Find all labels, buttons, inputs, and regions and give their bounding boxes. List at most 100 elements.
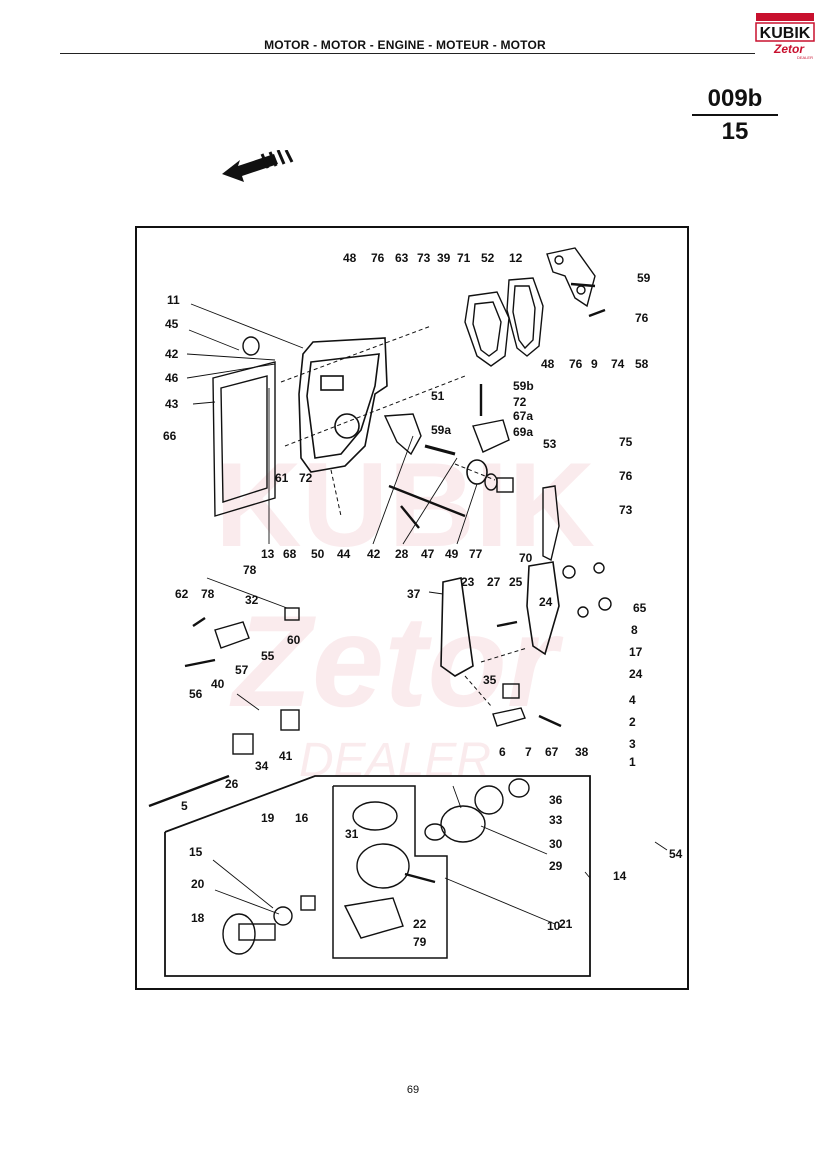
callout: 60: [287, 633, 301, 647]
callout: 65: [633, 601, 647, 615]
callout: 52: [481, 251, 495, 265]
exploded-parts-diagram: KUBIK Zetor DEALER: [135, 226, 689, 990]
brand-logo: KUBIK Zetor DEALER: [755, 13, 815, 60]
callout: 75: [619, 435, 633, 449]
assembly-box-14: [164, 775, 591, 977]
callout: 40: [211, 677, 225, 691]
bolts-and-pins: [148, 282, 606, 884]
callout: 16: [295, 811, 309, 825]
callout: 79: [413, 935, 427, 949]
callout: 44: [337, 547, 351, 561]
callout: 68: [283, 547, 297, 561]
callout: 35: [483, 673, 497, 687]
callout: 43: [165, 397, 179, 411]
callout: 15: [189, 845, 203, 859]
callout: 42: [165, 347, 179, 361]
callout: 73: [619, 503, 633, 517]
callout: 66: [163, 429, 177, 443]
callout: 67a: [513, 409, 533, 423]
leader-lines: [186, 303, 668, 925]
callout: 3: [629, 737, 636, 751]
callout: 34: [255, 759, 269, 773]
direction-arrow-icon: [222, 150, 294, 182]
callout: 18: [191, 911, 205, 925]
callout: 63: [395, 251, 409, 265]
callout-labels: 48 76 63 73 39 71 52 12 59 11 45 42 46 4…: [163, 251, 683, 949]
callout: 21: [559, 917, 573, 931]
callout: 26: [225, 777, 239, 791]
gasket-52: [464, 291, 510, 367]
callout: 20: [191, 877, 205, 891]
callout: 48: [343, 251, 357, 265]
watermark-line2: Zetor: [229, 588, 564, 734]
assembly-lines: [280, 325, 528, 707]
callout: 11: [167, 293, 180, 307]
callout: 30: [549, 837, 563, 851]
callout: 76: [619, 469, 633, 483]
callout: 49: [445, 547, 459, 561]
callout: 8: [631, 623, 638, 637]
callout: 2: [629, 715, 636, 729]
callout: 9: [591, 357, 598, 371]
logo-sub: Zetor: [773, 42, 805, 56]
callout: 1: [629, 755, 636, 769]
callout: 47: [421, 547, 435, 561]
block-59a: [472, 419, 510, 453]
page-code-bottom: 15: [721, 118, 749, 145]
gasket-12: [506, 277, 544, 357]
callout: 32: [245, 593, 259, 607]
callout: 22: [413, 917, 427, 931]
callout: 70: [519, 551, 533, 565]
callout: 24: [629, 667, 643, 681]
callout: 76: [569, 357, 583, 371]
callout: 74: [611, 357, 625, 371]
page-number: 69: [406, 1084, 420, 1096]
callout: 78: [243, 563, 257, 577]
callout: 51: [431, 389, 445, 403]
callout: 54: [669, 847, 683, 861]
callout: 55: [261, 649, 275, 663]
callout: 37: [407, 587, 421, 601]
header-title: MOTOR - MOTOR - ENGINE - MOTEUR - MOTOR: [264, 38, 546, 52]
callout: 56: [189, 687, 203, 701]
callout: 27: [487, 575, 501, 589]
callout: 42: [367, 547, 381, 561]
watermark: KUBIK Zetor DEALER: [215, 438, 595, 787]
callout: 72: [513, 395, 527, 409]
callout: 25: [509, 575, 523, 589]
callout: 62: [175, 587, 189, 601]
callout: 78: [201, 587, 215, 601]
callout: 19: [261, 811, 275, 825]
block-49: [496, 477, 514, 493]
callout: 77: [469, 547, 483, 561]
callout: 38: [575, 745, 589, 759]
callout: 76: [635, 311, 649, 325]
assembly-box-10: [332, 785, 448, 959]
callout: 48: [541, 357, 555, 371]
callout: 10: [547, 919, 561, 933]
callout: 12: [509, 251, 523, 265]
callout: 29: [549, 859, 563, 873]
watermark-line3: DEALER: [299, 734, 491, 787]
callout: 45: [165, 317, 179, 331]
lever-53: [542, 485, 560, 562]
callout: 41: [279, 749, 293, 763]
watermark-line1: KUBIK: [215, 438, 595, 572]
plate-37: [440, 577, 474, 677]
callout: 57: [235, 663, 249, 677]
callout: 61: [275, 471, 289, 485]
callout: 59: [637, 271, 651, 285]
header-rule: [60, 53, 755, 54]
callout: 4: [629, 693, 636, 707]
bracket-58: [546, 247, 596, 308]
logo-tag: DEALER: [797, 55, 813, 60]
callout: 14: [613, 869, 627, 883]
callout: 58: [635, 357, 649, 371]
callout: 7: [525, 745, 532, 759]
callout: 53: [543, 437, 557, 451]
callout: 31: [345, 827, 359, 841]
callout: 5: [181, 799, 188, 813]
callout: 33: [549, 813, 563, 827]
callout: 69a: [513, 425, 533, 439]
callout: 46: [165, 371, 179, 385]
